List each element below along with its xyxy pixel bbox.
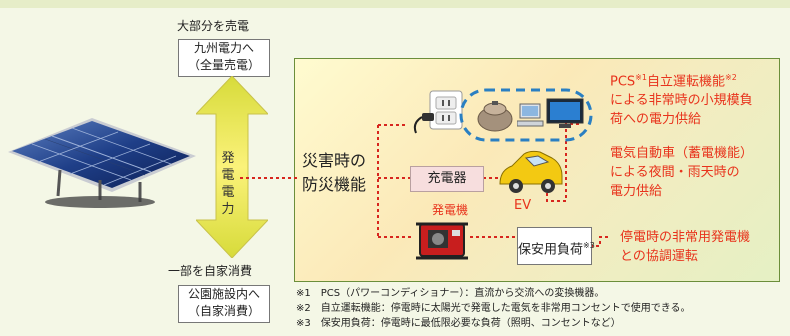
sell-destination-box: 九州電力へ （全量売電） <box>178 39 270 77</box>
backup-load-box: 保安用負荷※3 <box>517 227 595 265</box>
charger-box: 充電器 <box>410 166 484 192</box>
backup-load-text: 保安用負荷 <box>518 242 584 258</box>
generator-label: 発電機 <box>432 203 469 217</box>
pcs-description-line2: による非常時の小規模負 <box>610 93 753 109</box>
pcs-text: PCS <box>610 74 636 90</box>
autonomous-function-text: 自立運転機能 <box>646 74 725 90</box>
small-loads-group <box>459 88 593 142</box>
disaster-function-label: 災害時の 防災機能 <box>302 149 366 197</box>
header-strip <box>0 0 790 8</box>
ev-description-line1: 電気自動車（蓄電機能） <box>610 146 754 161</box>
backup-load-note-ref: ※3 <box>583 241 595 250</box>
generated-power-label: 発電電力 <box>221 151 235 217</box>
footnote-1: ※1 PCS（パワーコンディショナー）：直流から交流への変換機器。 <box>296 288 605 299</box>
self-consumption-label: 一部を自家消費 <box>168 264 253 278</box>
footnote-3: ※3 保安用負荷：停電時に最低限必要な負荷（照明、コンセントなど） <box>296 318 621 329</box>
electric-vehicle-icon <box>499 150 563 193</box>
sell-destination-line2: （全量売電） <box>187 58 260 72</box>
power-flow-arrow <box>196 76 268 258</box>
self-consumption-line2: （自家消費） <box>187 304 260 318</box>
pcs-description-line3: 荷への電力供給 <box>610 112 702 128</box>
generator-icon <box>416 222 468 260</box>
sell-destination-line1: 九州電力へ <box>193 41 254 55</box>
autonomous-note-ref: ※2 <box>724 73 737 82</box>
ev-description-line3: 電力供給 <box>610 184 663 199</box>
disaster-label-line2: 防災機能 <box>302 175 367 194</box>
ev-description-line2: による夜間・雨天時の <box>610 165 740 180</box>
rice-cooker-icon <box>477 101 513 132</box>
disaster-label-line1: 災害時の <box>302 151 367 170</box>
footnotes: ※1 PCS（パワーコンディショナー）：直流から交流への変換機器。 ※2 自立運… <box>296 288 691 330</box>
pcs-description-line1: PCS※1自立運転機能※2 <box>610 68 753 91</box>
self-consumption-line1: 公園施設内へ <box>187 287 260 301</box>
solar-panel-icon <box>8 118 196 208</box>
pcs-description: PCS※1自立運転機能※2 による非常時の小規模負 荷への電力供給 <box>610 68 753 129</box>
generator-description-line1: 停電時の非常用発電機 <box>620 230 751 245</box>
outlet-plug-icon <box>413 90 463 134</box>
ev-description: 電気自動車（蓄電機能） による夜間・雨天時の 電力供給 <box>610 144 753 201</box>
generator-description: 停電時の非常用発電機 との協調運転 <box>620 228 750 266</box>
computer-icon <box>517 103 544 127</box>
ev-label: EV <box>514 198 532 213</box>
television-icon <box>546 98 584 128</box>
sell-label: 大部分を売電 <box>177 19 250 33</box>
footnote-2: ※2 自立運転機能：停電時に太陽光で発電した電気を非常用コンセントで使用できる。 <box>296 303 691 314</box>
self-consumption-box: 公園施設内へ （自家消費） <box>178 285 270 323</box>
generator-description-line2: との協調運転 <box>620 249 698 264</box>
pcs-note-ref: ※1 <box>635 73 647 82</box>
